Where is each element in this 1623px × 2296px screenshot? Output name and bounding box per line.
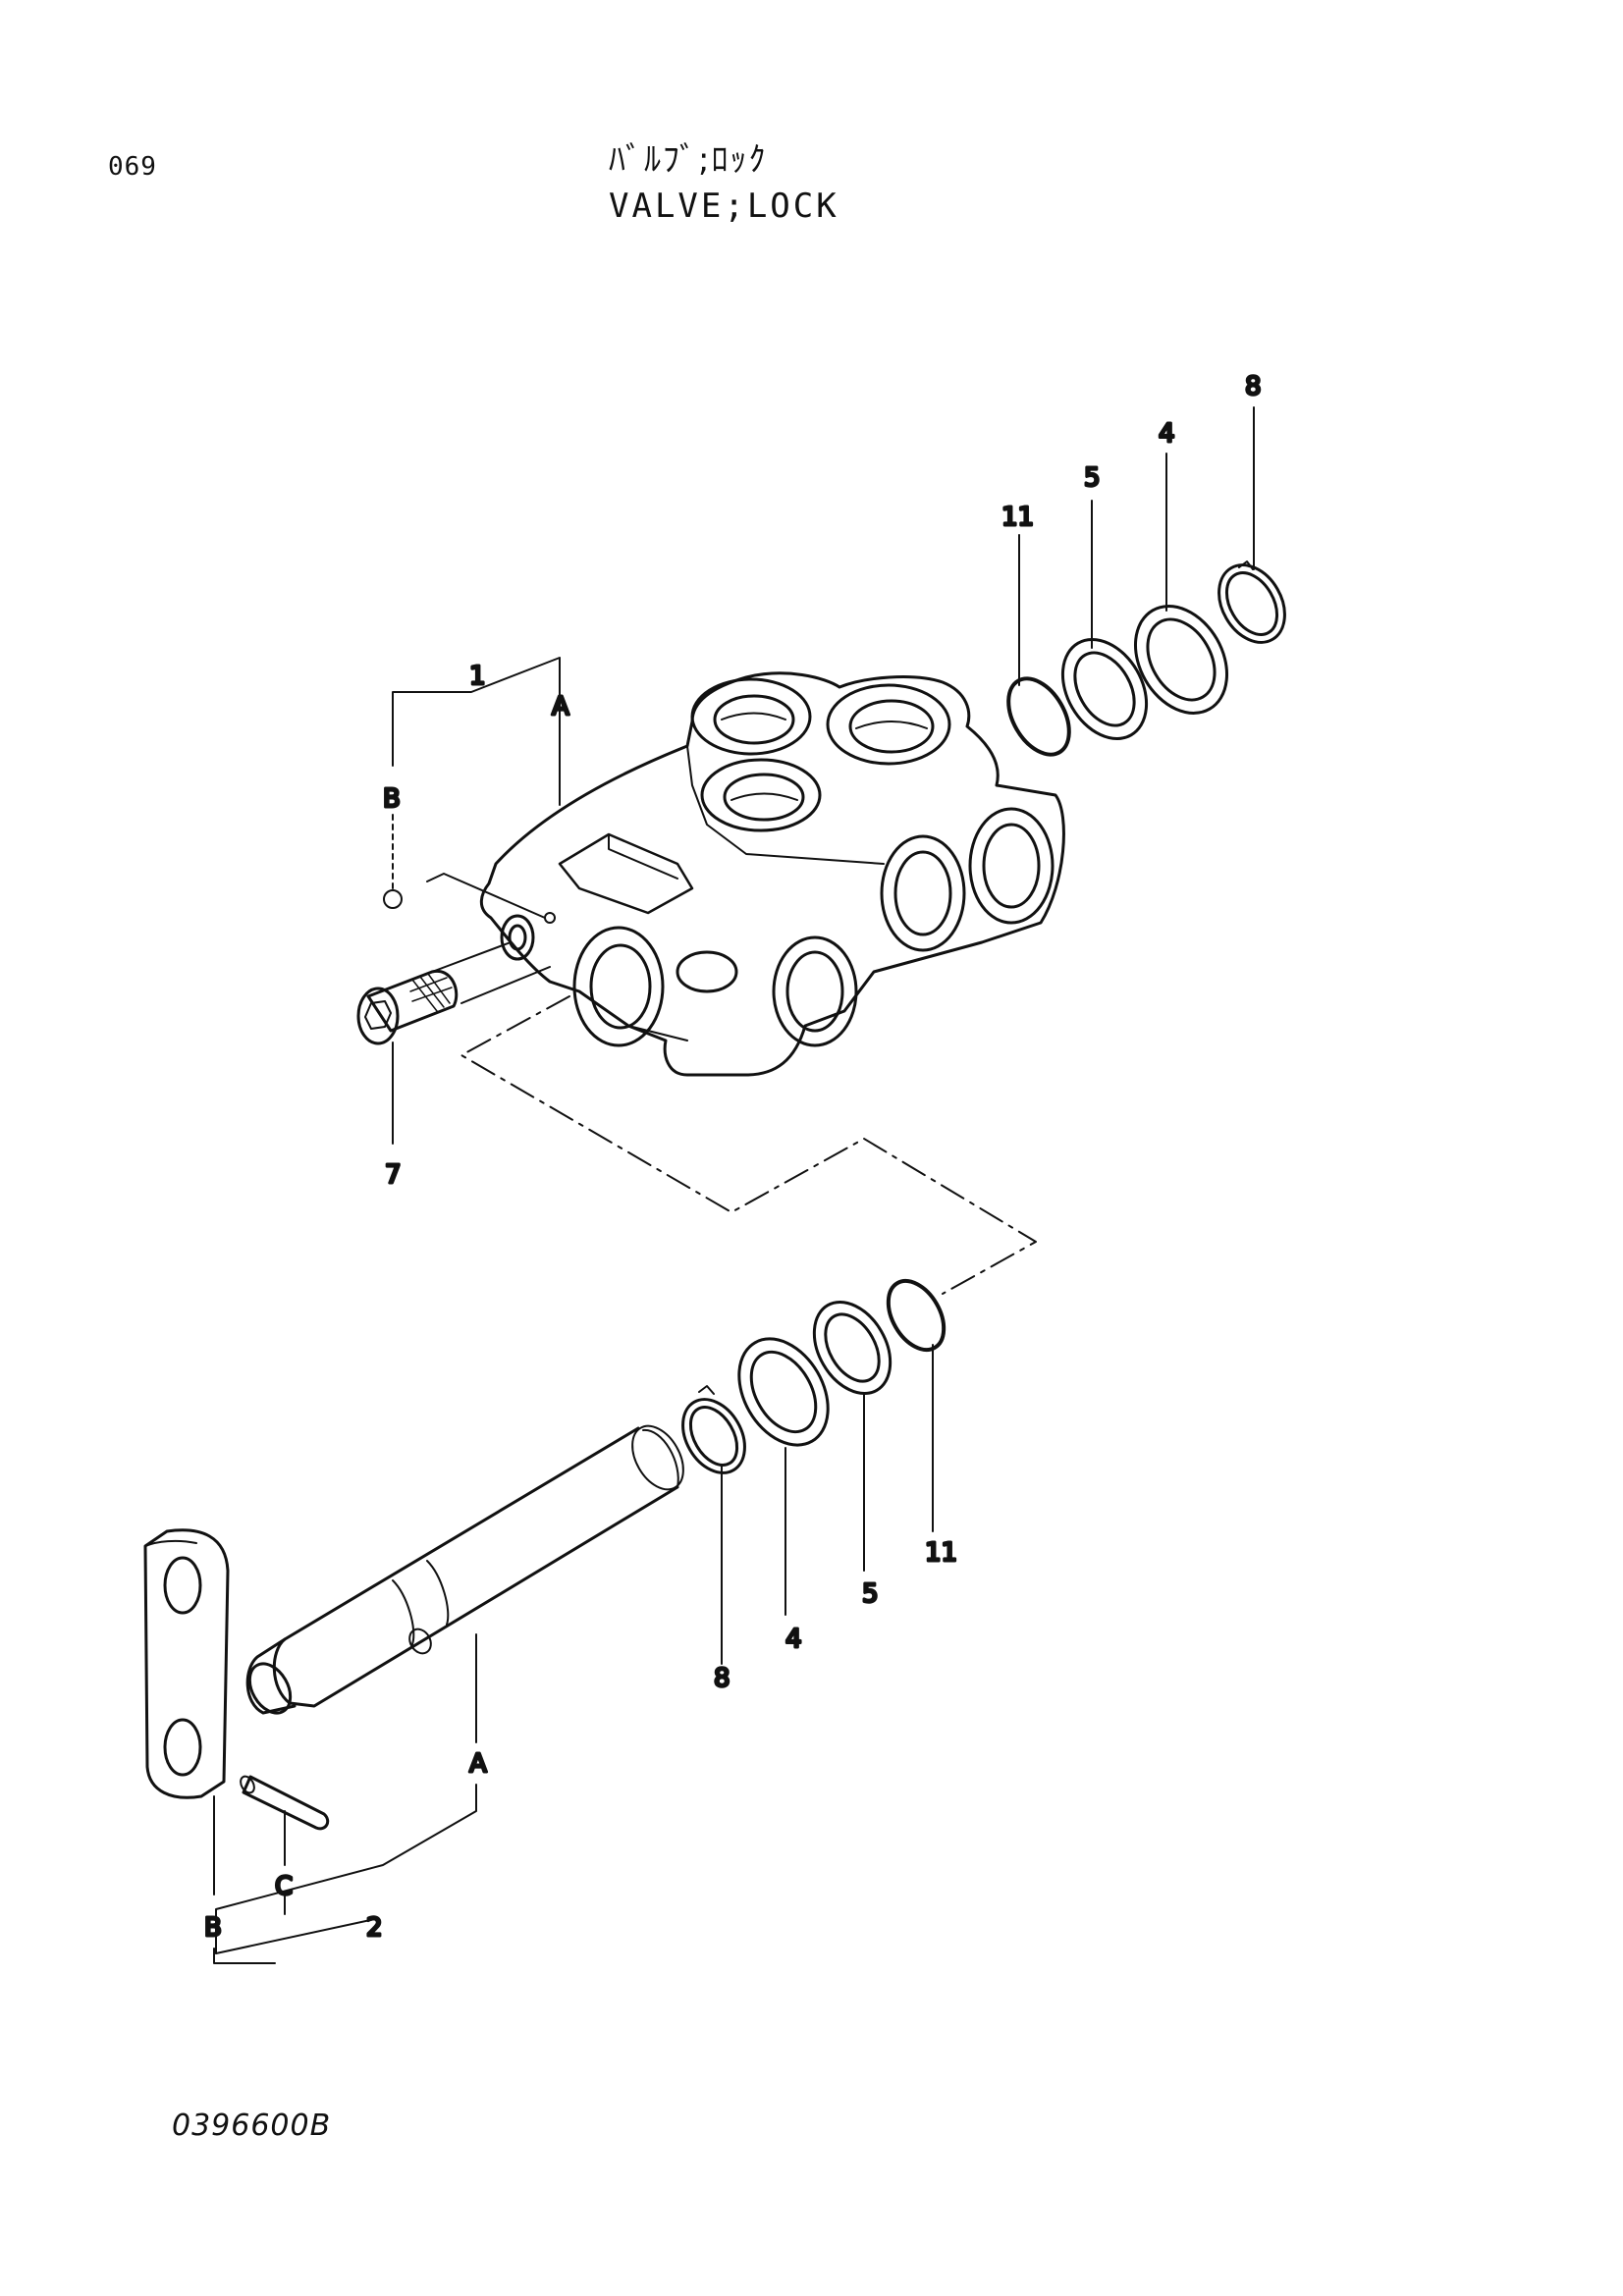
plug-part bbox=[356, 969, 459, 1045]
ring-lower bbox=[812, 1300, 893, 1396]
page-number: 069 bbox=[108, 152, 157, 182]
callout-8-lower: 8 bbox=[714, 1664, 730, 1693]
spring-pin bbox=[240, 1775, 330, 1831]
callout-11-upper: 11 bbox=[1001, 503, 1034, 532]
callout-8-upper: 8 bbox=[1245, 372, 1262, 401]
callout-b-lower: B bbox=[204, 1913, 222, 1943]
snap-ring-upper bbox=[1217, 561, 1286, 644]
spool-shaft bbox=[245, 1424, 684, 1715]
callout-11-lower: 11 bbox=[925, 1538, 957, 1568]
lever-plate bbox=[143, 1528, 230, 1799]
drawing-code: 0396600B bbox=[172, 2109, 332, 2143]
callout-a-upper: A bbox=[552, 692, 569, 721]
valve-body bbox=[479, 671, 1065, 1077]
title-japanese: ﾊﾞﾙﾌﾞ;ﾛｯｸ bbox=[609, 140, 768, 180]
ring-upper bbox=[1060, 638, 1149, 740]
callout-5-lower: 5 bbox=[862, 1579, 879, 1609]
washer-lower bbox=[737, 1337, 830, 1447]
washer-upper bbox=[1133, 605, 1229, 715]
snap-ring-lower bbox=[681, 1385, 746, 1474]
callout-2: 2 bbox=[366, 1913, 383, 1943]
oring-upper bbox=[1006, 676, 1071, 757]
callout-7: 7 bbox=[385, 1160, 402, 1190]
callout-4-lower: 4 bbox=[785, 1625, 802, 1654]
callout-c: C bbox=[275, 1872, 293, 1901]
title-english: VALVE;LOCK bbox=[609, 187, 839, 226]
callout-1: 1 bbox=[469, 662, 486, 691]
callout-5-upper: 5 bbox=[1084, 463, 1101, 493]
oring-lower bbox=[886, 1278, 947, 1353]
callout-b-upper: B bbox=[383, 784, 401, 814]
callout-4-upper: 4 bbox=[1159, 419, 1175, 449]
callout-a-lower: A bbox=[469, 1749, 487, 1779]
